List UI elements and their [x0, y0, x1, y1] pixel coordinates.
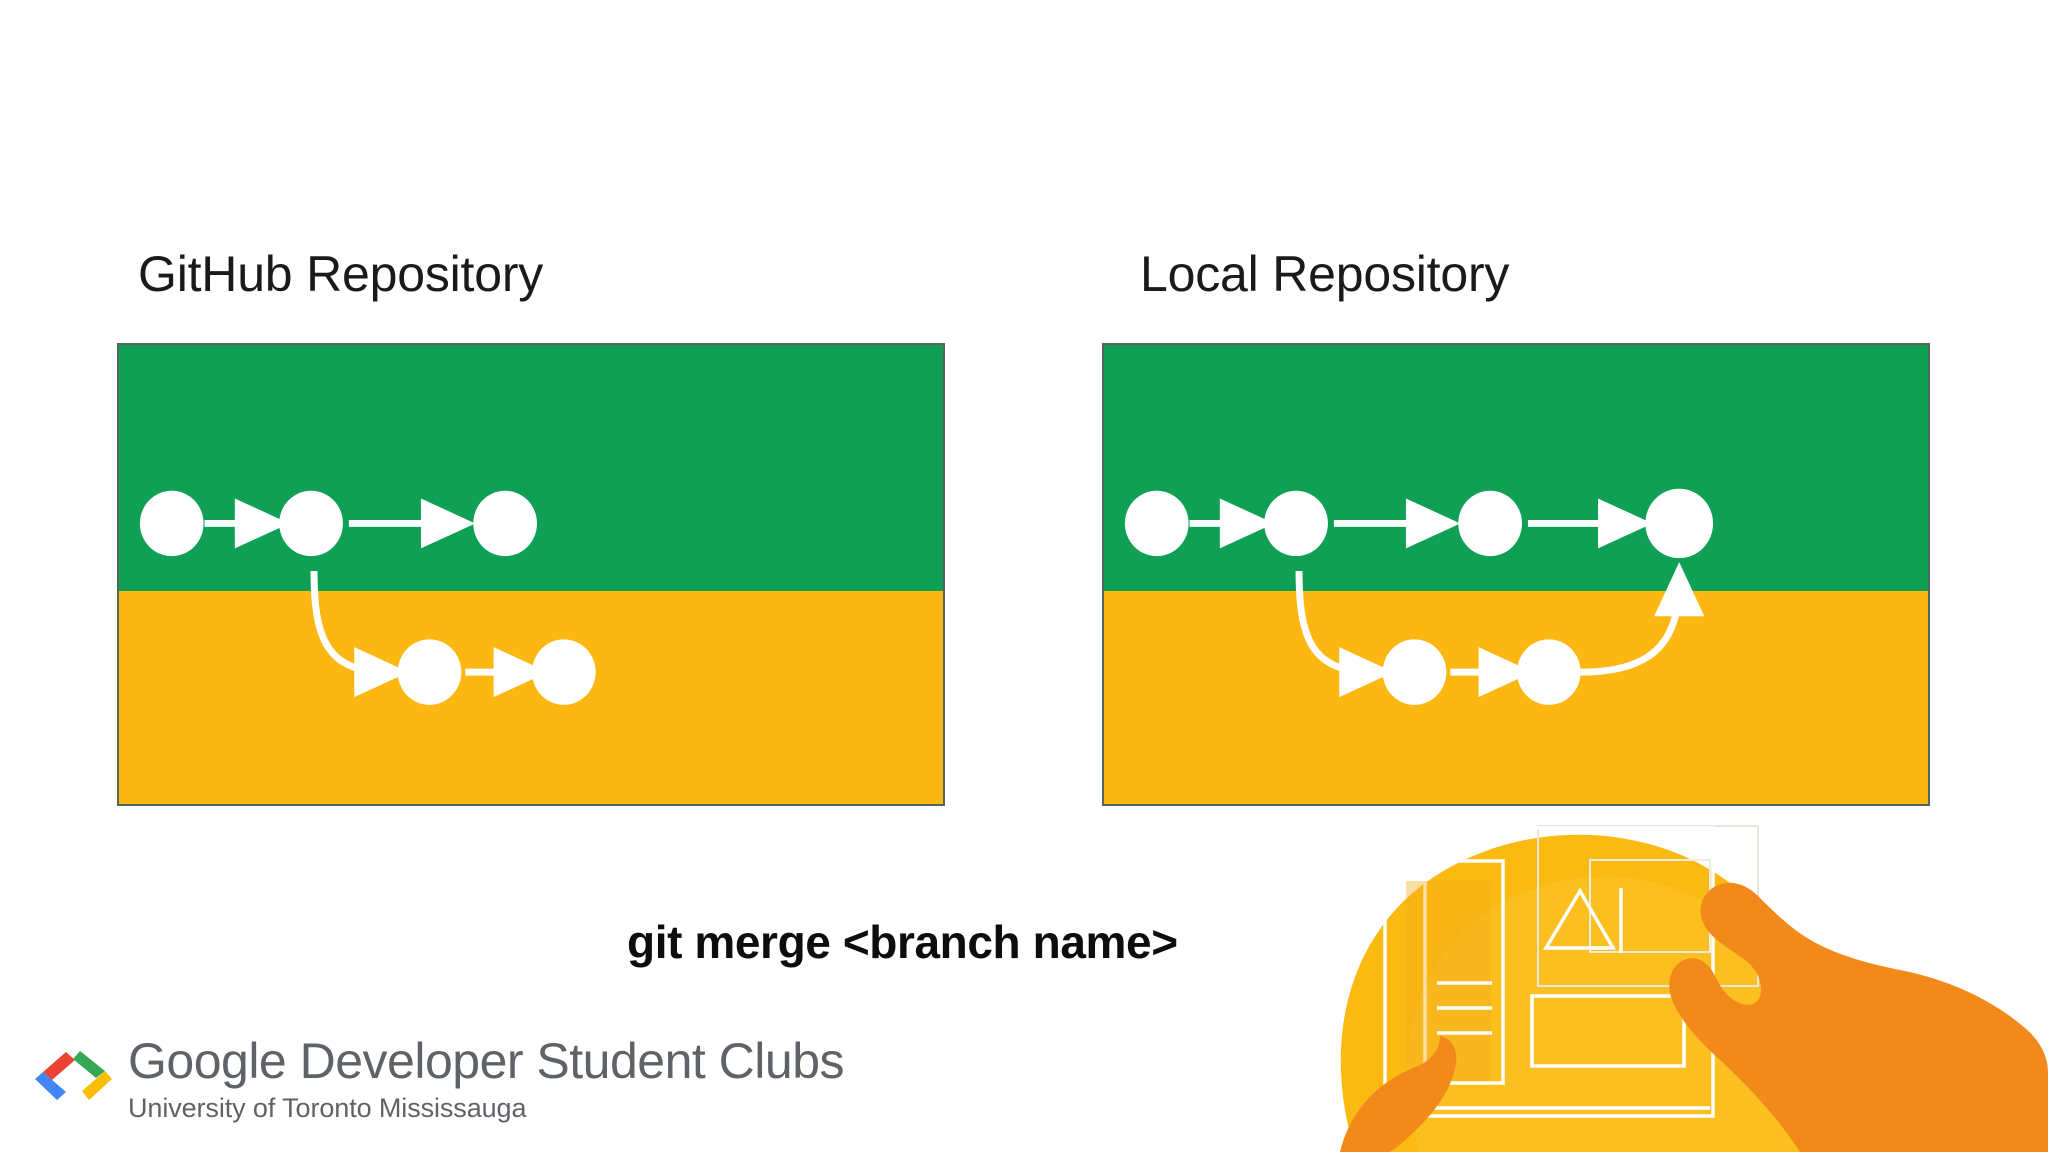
panel-title-local: Local Repository [1140, 246, 1510, 302]
illustration-bg-card-inner [1589, 859, 1711, 953]
illustration-triangle-icon [1542, 887, 1617, 950]
commit-node-main-1 [139, 490, 204, 557]
illustration-wireframe-sidebar [1423, 859, 1505, 1085]
feature-branch-band-github [119, 591, 943, 804]
illustration-bg-card [1537, 825, 1759, 987]
commit-node-main-1 [1124, 490, 1189, 557]
commit-node-main-2 [1264, 490, 1328, 557]
commit-node-branch-2 [531, 639, 596, 705]
commit-node-branch-1 [1382, 639, 1447, 705]
edge-branch-off-commit2 [310, 571, 409, 698]
gdsc-subtitle: University of Toronto Mississauga [128, 1093, 527, 1123]
main-branch-band-local [1104, 345, 1928, 592]
illustration-hand [1669, 882, 2048, 1152]
gdsc-logo-text: Google Developer Student Clubs Universit… [128, 1033, 845, 1124]
edge-merge-into-commit4 [1580, 562, 1705, 676]
commit-node-main-4-merge [1645, 488, 1714, 559]
commit-graph-github [139, 490, 596, 705]
commit-node-branch-1 [397, 639, 462, 705]
illustration-blob-highlight [1407, 876, 2035, 1152]
commit-node-main-3 [473, 490, 537, 557]
panel-title-github: GitHub Repository [138, 246, 544, 302]
illustration-wireframe-frame [1383, 826, 1715, 1118]
illustration-content-block [1530, 994, 1686, 1068]
code-chevron-icon [35, 1051, 112, 1100]
gdsc-logo: Google Developer Student Clubs Universit… [30, 1033, 845, 1124]
illustration-thumb [1340, 1036, 1457, 1152]
illustration-wireframe-sidebar-fill [1406, 881, 1491, 1081]
commit-node-main-3 [1458, 490, 1522, 557]
main-branch-band-github [119, 345, 943, 592]
commit-node-main-2 [279, 490, 343, 557]
commit-graph-local [1124, 488, 1714, 705]
repo-panel-github [117, 343, 945, 806]
git-command-caption: git merge <branch name> [627, 916, 1178, 968]
hand-placing-wireframe-illustration [1280, 788, 2048, 1152]
commit-node-branch-2 [1516, 639, 1581, 705]
gdsc-title: Google Developer Student Clubs [128, 1033, 845, 1089]
feature-branch-band-local [1104, 591, 1928, 804]
edge-branch-off-commit2 [1295, 571, 1394, 698]
repo-panel-local [1102, 343, 1930, 806]
illustration-blob [1340, 834, 2048, 1152]
